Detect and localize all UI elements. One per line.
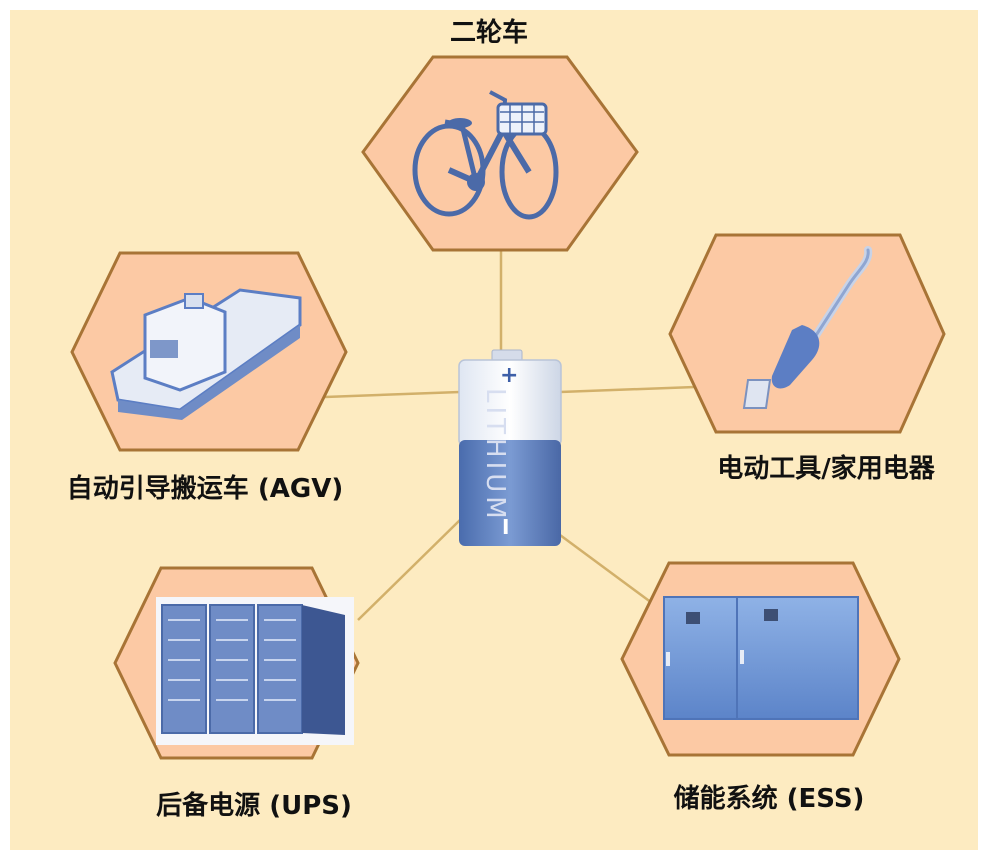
connectors <box>324 250 696 621</box>
vacuum-cleaner-image <box>742 246 873 409</box>
bicycle-image <box>412 90 559 220</box>
hexagon-bicycle <box>361 55 639 252</box>
server-rack-image <box>156 597 354 745</box>
label-bicycle: 二轮车 <box>449 18 529 48</box>
connector-tools <box>559 385 696 394</box>
battery-lithium-text: LITHIUM <box>480 388 510 523</box>
battery-plus-sign: + <box>500 363 519 388</box>
battery-image <box>458 349 562 546</box>
connector-ess <box>559 533 653 605</box>
connector-agv <box>324 390 461 399</box>
agv-vehicle-image <box>110 288 302 420</box>
label-tools: 电动工具/家用电器 <box>717 454 935 484</box>
battery-minus-mark: I <box>502 515 510 539</box>
connector-ups <box>357 519 461 621</box>
label-agv: 自动引导搬运车 (AGV) <box>66 474 344 504</box>
label-ess: 储能系统 (ESS) <box>673 784 865 814</box>
energy-storage-cabinet-image <box>663 596 859 720</box>
label-ups: 后备电源 (UPS) <box>156 791 352 821</box>
